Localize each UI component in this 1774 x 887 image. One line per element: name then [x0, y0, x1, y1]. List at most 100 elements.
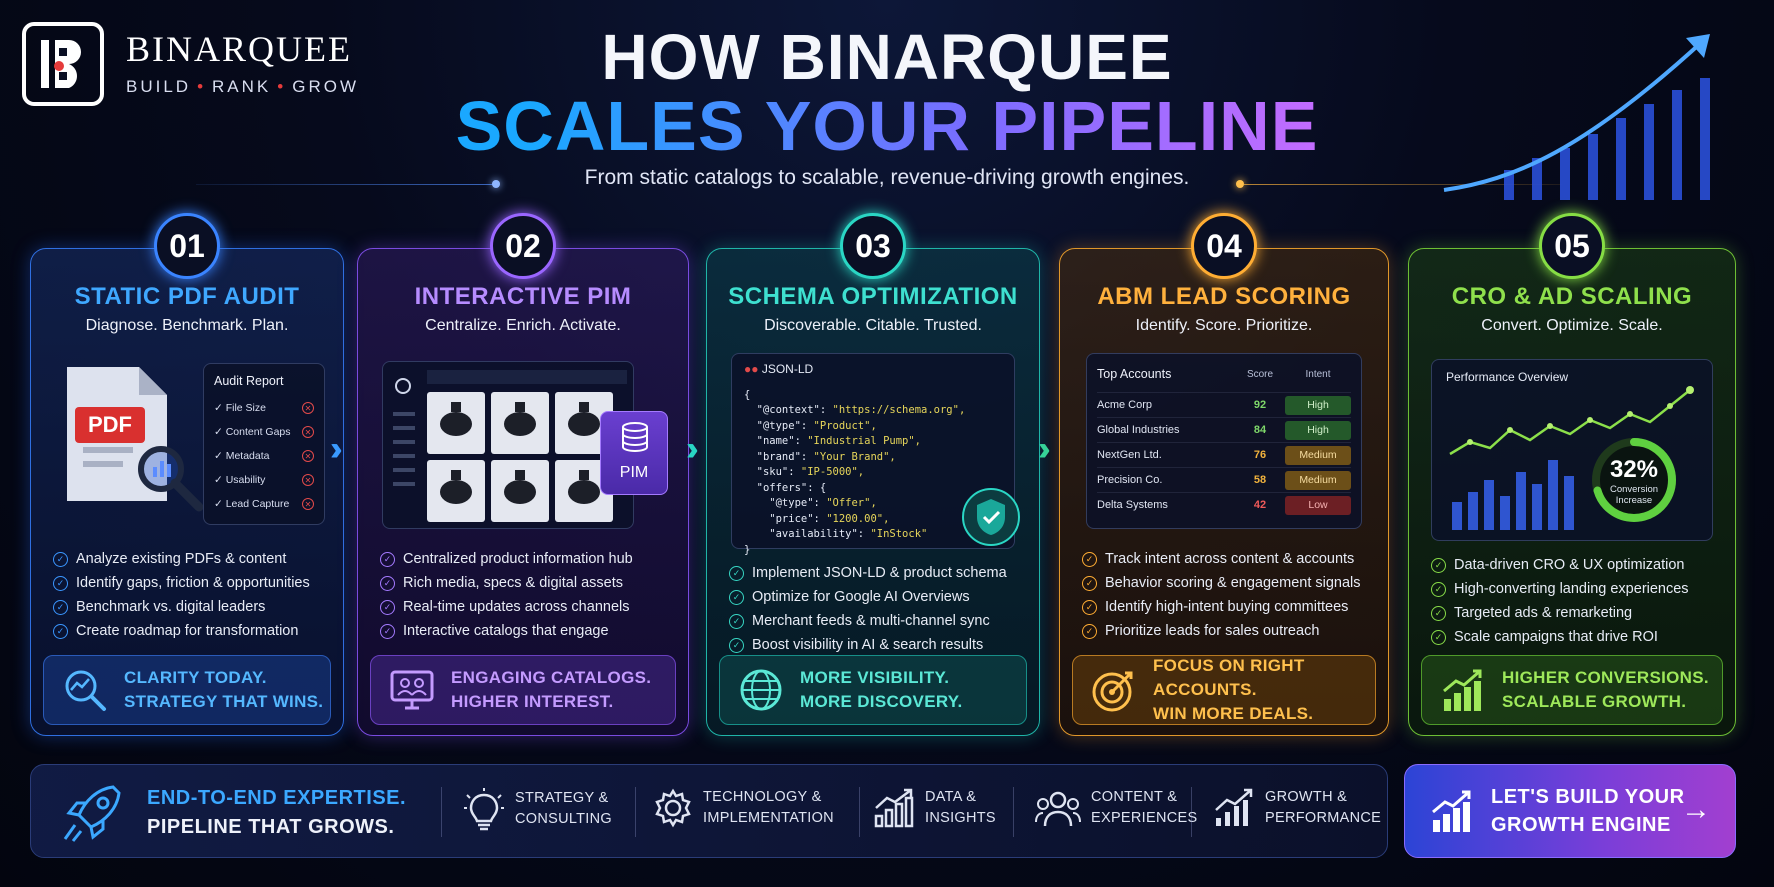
outcome-line-1: MORE VISIBILITY.: [800, 668, 950, 687]
list-item: ✓Rich media, specs & digital assets: [380, 571, 676, 595]
code-line: {: [744, 388, 751, 401]
check-icon: ✓: [380, 623, 395, 639]
page-title: HOW BINARQUEE: [601, 21, 1173, 93]
database-icon: [622, 422, 648, 452]
service-data: DATA &INSIGHTS: [873, 787, 996, 829]
step-number: 01: [154, 213, 220, 279]
conversion-gauge: [1592, 438, 1676, 522]
divider: [1191, 787, 1192, 837]
performance-overview-panel: Performance Overview 32% Conversion Incr…: [1431, 359, 1713, 541]
step-outcome-banner: ENGAGING CATALOGS.HIGHER INTEREST.: [370, 655, 676, 725]
account-score: 58: [1253, 474, 1267, 486]
account-score: 42: [1253, 499, 1267, 511]
list-item: ✓Optimize for Google AI Overviews: [729, 585, 1027, 609]
pim-visual: PIM: [376, 353, 670, 529]
step-bullets: ✓Track intent across content & accounts …: [1082, 547, 1376, 643]
step-outcome-banner: HIGHER CONVERSIONS.SCALABLE GROWTH.: [1421, 655, 1723, 725]
tag-grow: GROW: [292, 77, 359, 96]
fail-icon: ✕: [302, 450, 314, 462]
tag-build: BUILD: [126, 77, 191, 96]
check-icon: ✓: [380, 551, 395, 567]
step-title: CRO & AD SCALING: [1451, 283, 1693, 310]
step-number: 05: [1539, 213, 1605, 279]
list-item: ✓Scale campaigns that drive ROI: [1431, 625, 1723, 649]
gauge-text: 32% Conversion Increase: [1588, 456, 1680, 506]
audit-row: ✓ Lead Capture✕: [214, 492, 314, 516]
account-score: 84: [1253, 424, 1267, 436]
brand-logo: BINARQUEE BUILD•RANK•GROW: [22, 22, 359, 106]
page-title-highlight: SCALES YOUR PIPELINE: [0, 86, 1774, 166]
intent-badge: Low: [1285, 495, 1351, 515]
col-intent: Intent: [1305, 368, 1331, 380]
step-tagline: Convert. Optimize. Scale.: [1481, 317, 1663, 334]
code-line: }: [744, 543, 751, 556]
step-card-abm-lead-scoring: 04 ABM LEAD SCORING Identify. Score. Pri…: [1059, 213, 1389, 736]
account-name: Delta Systems: [1097, 499, 1168, 511]
check-icon: ✓: [729, 589, 744, 605]
fail-icon: ✕: [302, 474, 314, 486]
performance-chart-icon: [1449, 386, 1694, 530]
step-bullets: ✓Implement JSON-LD & product schema ✓Opt…: [729, 561, 1027, 657]
chevron-right-icon: ››: [686, 430, 698, 468]
outcome-line-2: MORE DISCOVERY.: [800, 692, 963, 711]
step-bullets: ✓Centralized product information hub ✓Ri…: [380, 547, 676, 643]
list-item: ✓Implement JSON-LD & product schema: [729, 561, 1027, 585]
check-icon: ✓: [53, 575, 68, 591]
check-icon: ✓: [1431, 557, 1446, 573]
tag-sep: •: [271, 77, 292, 96]
expertise-headline: END-TO-END EXPERTISE. PIPELINE THAT GROW…: [61, 783, 406, 843]
audit-row: ✓ Metadata✕: [214, 444, 314, 468]
code-line: "sku": "IP-5000",: [744, 466, 865, 478]
list-item: ✓Prioritize leads for sales outreach: [1082, 619, 1376, 643]
schema-visual: ●● JSON-LD { "@context": "https://schema…: [725, 353, 1021, 556]
check-icon: ✓: [53, 623, 68, 639]
check-icon: ✓: [380, 575, 395, 591]
outcome-line-1: FOCUS ON RIGHT ACCOUNTS.: [1153, 656, 1305, 699]
step-title: SCHEMA OPTIMIZATION: [728, 283, 1018, 310]
growth-bars-icon: [1443, 669, 1482, 711]
intent-badge: Medium: [1285, 470, 1351, 490]
connector-line: [1244, 184, 1562, 185]
service-line-1: TECHNOLOGY &: [703, 789, 822, 805]
list-item: ✓Benchmark vs. digital leaders: [53, 595, 331, 619]
connector-dot: [492, 180, 500, 188]
list-item: ✓Analyze existing PDFs & content: [53, 547, 331, 571]
product-grid-icon: [393, 370, 627, 522]
check-icon: ✓: [1082, 575, 1097, 591]
audit-row: ✓ File Size✕: [214, 396, 314, 420]
step-bullets: ✓Analyze existing PDFs & content ✓Identi…: [53, 547, 331, 643]
account-name: NextGen Ltd.: [1097, 449, 1162, 461]
connector-dot: [1236, 180, 1244, 188]
code-line: "offers": {: [744, 481, 827, 494]
service-growth: GROWTH &PERFORMANCE: [1213, 787, 1381, 829]
divider: [635, 787, 636, 837]
service-line-2: INSIGHTS: [925, 810, 996, 826]
divider: [441, 787, 442, 837]
check-icon: ✓: [380, 599, 395, 615]
service-line-1: CONTENT &: [1091, 789, 1178, 805]
list-item: ✓Track intent across content & accounts: [1082, 547, 1376, 571]
intent-badge: High: [1285, 420, 1351, 440]
account-score: 92: [1253, 399, 1267, 411]
code-line: "@type": "Product",: [744, 419, 877, 432]
tag-rank: RANK: [212, 77, 271, 96]
code-line: "@context": "https://schema.org",: [744, 404, 966, 416]
divider: [859, 787, 860, 837]
step-card-schema-optimization: 03 SCHEMA OPTIMIZATION Discoverable. Cit…: [706, 213, 1040, 736]
brand-tagline: BUILD•RANK•GROW: [126, 77, 359, 97]
outcome-line-2: HIGHER INTEREST.: [451, 692, 614, 711]
service-line-2: PERFORMANCE: [1265, 810, 1382, 826]
fail-icon: ✕: [302, 498, 314, 510]
gauge-label: Conversion: [1609, 484, 1659, 495]
growth-chart-icon: [1432, 790, 1471, 832]
check-icon: ✓: [1431, 581, 1446, 597]
service-line-2: IMPLEMENTATION: [703, 810, 834, 826]
expertise-bar: END-TO-END EXPERTISE. PIPELINE THAT GROW…: [30, 764, 1388, 858]
step-tagline: Discoverable. Citable. Trusted.: [764, 317, 982, 334]
growth-arrow-icon: [1443, 34, 1710, 200]
